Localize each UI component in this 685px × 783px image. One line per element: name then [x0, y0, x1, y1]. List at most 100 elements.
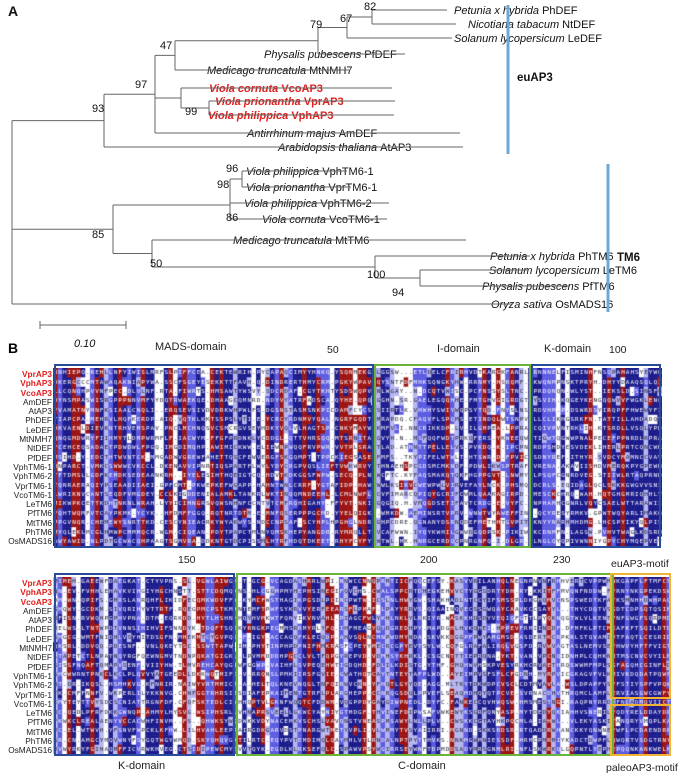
panel-b-label: B — [8, 340, 19, 356]
sequence-name: VcoTM6-1 — [13, 698, 52, 709]
taxon-species: Oryza sativa — [491, 299, 555, 311]
taxon-label: Petunia x hybrida PhTM6 — [490, 251, 614, 263]
bootstrap-value: 100 — [367, 269, 385, 281]
taxon-species: Medicago truncatula — [233, 235, 335, 247]
taxon-species: Physalis pubescens — [264, 49, 364, 61]
euap3-clade-label: euAP3 — [517, 72, 553, 84]
bootstrap-value: 86 — [226, 212, 238, 224]
sequence-name: PfTM6 — [27, 717, 52, 728]
i-domain-label: I-domain — [437, 343, 480, 355]
taxon-species: Solanum lycopersicum — [454, 33, 568, 45]
taxon-species: Viola prionantha — [215, 96, 304, 108]
sequence-name: VprTM6-1 — [15, 480, 52, 491]
taxon-species: Nicotiana tabacum — [468, 19, 562, 31]
sequence-name: PhDEF — [25, 415, 52, 426]
c-domain-label: C-domain — [398, 760, 446, 772]
taxon-label: Antirrhinum majus AmDEF — [246, 128, 377, 140]
k-domain-box-top — [531, 364, 661, 548]
bootstrap-value: 79 — [310, 19, 322, 31]
taxon-gene: MtTM6 — [335, 235, 369, 247]
position-100: 100 — [609, 344, 627, 356]
taxon-gene: PfDEF — [364, 49, 397, 61]
euap3-motif-label: euAP3-motif — [611, 558, 669, 570]
bootstrap-value: 85 — [92, 229, 104, 241]
sequence-name: VphAP3 — [20, 378, 52, 389]
k-domain-box-bottom — [54, 573, 235, 756]
taxon-species: Viola philippica — [246, 166, 322, 178]
taxon-species: Antirrhinum majus — [246, 128, 339, 140]
bootstrap-value: 93 — [92, 103, 104, 115]
taxon-gene: LeDEF — [568, 33, 603, 45]
taxon-gene: AmDEF — [339, 128, 378, 140]
top-alignment-grid — [53, 368, 662, 546]
sequence-name: MtTM6 — [26, 726, 52, 737]
sequence-name: LeTM6 — [26, 708, 52, 719]
taxon-species: Viola cornuta — [209, 83, 281, 95]
sequence-name: MtNMH7 — [19, 434, 52, 445]
bootstrap-value: 99 — [185, 106, 197, 118]
euap3-motif-box — [610, 573, 671, 699]
sequence-name: VphTM6-2 — [13, 680, 52, 691]
sequence-name: PfDEF — [27, 452, 52, 463]
sequence-name: VprAP3 — [22, 578, 52, 588]
taxon-label: Petunia x hybrida PhDEF — [454, 5, 578, 17]
position-50: 50 — [327, 344, 339, 356]
taxon-label: Physalis pubescens PfDEF — [264, 49, 397, 61]
mads-domain-label: MADS-domain — [155, 341, 227, 353]
taxon-gene: VphTM6-2 — [320, 198, 371, 210]
sequence-name: NtDEF — [27, 652, 52, 663]
position-150: 150 — [178, 554, 196, 566]
taxon-gene: VphAP3 — [291, 110, 333, 122]
sequence-name: OsMADS16 — [8, 745, 52, 756]
k-domain-label-top: K-domain — [544, 343, 592, 355]
sequence-name: LeDEF — [26, 633, 52, 644]
sequence-name: LeDEF — [26, 424, 52, 435]
sequence-name: VprAP3 — [22, 369, 52, 379]
mads-domain-box — [54, 364, 374, 548]
sequence-name: VcoAP3 — [20, 596, 52, 607]
sequence-name: MtNMH7 — [19, 643, 52, 654]
paleoap3-motif-label: paleoAP3-motif — [606, 762, 678, 774]
i-domain-box — [374, 364, 531, 548]
sequence-name: VphTM6-2 — [13, 471, 52, 482]
bootstrap-value: 97 — [135, 79, 147, 91]
tm6-clade-label: TM6 — [617, 252, 640, 264]
sequence-name: OsMADS16 — [8, 536, 52, 547]
taxon-species: Medicago truncatula — [207, 65, 309, 77]
sequence-name: AmDEF — [22, 605, 52, 616]
taxon-label: Arabidopsis thaliana AtAP3 — [277, 142, 411, 154]
taxon-gene: AtAP3 — [380, 142, 411, 154]
sequence-name: VphTM6-1 — [13, 670, 52, 681]
taxon-species: Arabidopsis thaliana — [277, 142, 380, 154]
taxon-species: Physalis pubescens — [482, 281, 582, 293]
taxon-label: Nicotiana tabacum NtDEF — [468, 19, 595, 31]
position-200: 200 — [420, 554, 438, 566]
taxon-gene: VcoAP3 — [281, 83, 323, 95]
taxon-label: Solanum lycopersicum LeDEF — [454, 33, 602, 45]
taxon-species: Viola prionantha — [246, 182, 328, 194]
taxon-species: Petunia x hybrida — [454, 5, 542, 17]
taxon-gene: PhDEF — [542, 5, 578, 17]
bootstrap-value: 98 — [217, 179, 229, 191]
sequence-name: PhTM6 — [25, 736, 52, 747]
sequence-name: VcoAP3 — [20, 387, 52, 398]
bootstrap-value: 96 — [226, 163, 238, 175]
sequence-name: AtAP3 — [28, 615, 52, 626]
bootstrap-value: 50 — [150, 258, 162, 270]
taxon-gene: MtNMH7 — [309, 65, 352, 77]
taxon-gene: VprTM6-1 — [328, 182, 377, 194]
taxon-gene: VcoTM6-1 — [329, 214, 380, 226]
sequence-name: LeTM6 — [26, 499, 52, 510]
sequence-name: PfTM6 — [27, 508, 52, 519]
taxon-gene: VphTM6-1 — [322, 166, 373, 178]
c-domain-box — [236, 573, 614, 756]
sequence-name: PfDEF — [27, 661, 52, 672]
sequence-name: AmDEF — [22, 396, 52, 407]
taxon-label: Viola prionantha VprTM6-1 — [246, 182, 377, 194]
bootstrap-value: 94 — [392, 287, 404, 299]
taxon-gene: NtDEF — [562, 19, 595, 31]
taxon-species: Viola philippica — [208, 110, 291, 122]
paleoap3-motif-box — [610, 704, 671, 756]
